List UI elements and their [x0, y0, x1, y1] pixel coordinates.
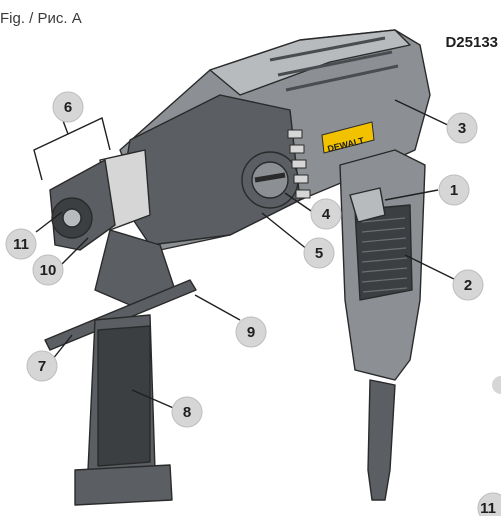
callout-1-leader: [384, 189, 439, 201]
callout-8-leader: [131, 389, 179, 411]
callout-3-label: 3: [458, 120, 466, 137]
callout-7-label: 7: [38, 358, 46, 375]
callout-4: 4: [310, 198, 342, 230]
callout-11: 11: [5, 228, 37, 260]
callout-1: 1: [438, 174, 470, 206]
callout-5: 5: [303, 237, 335, 269]
callout-7-leader: [51, 334, 73, 361]
callout-6-label: 6: [64, 99, 72, 116]
callout-3: 3: [446, 112, 478, 144]
model-number: D25133: [445, 34, 498, 51]
figure-title: Fig. / Рис. A: [0, 10, 82, 27]
callout-2: 2: [452, 269, 484, 301]
callout-9-label: 9: [247, 324, 255, 341]
callout-8-label: 8: [183, 404, 191, 421]
callout-1-label: 1: [450, 182, 458, 199]
callout-9-leader: [194, 294, 241, 321]
callouts: [35, 99, 457, 411]
callout-5-leader: [261, 212, 309, 251]
callout-11-partial: 11: [477, 492, 501, 516]
callout-5-label: 5: [315, 245, 323, 262]
callout-7: 7: [26, 350, 58, 382]
callout-partial-edge: [492, 376, 501, 394]
callout-11-partial-label: 11: [480, 500, 496, 516]
callout-2-label: 2: [464, 277, 472, 294]
callout-9: 9: [235, 316, 267, 348]
callout-11-label: 11: [13, 236, 29, 253]
callout-6: 6: [52, 91, 84, 123]
callout-10: 10: [32, 254, 64, 286]
callout-10-label: 10: [40, 262, 57, 279]
callout-3-leader: [394, 99, 453, 128]
callout-8: 8: [171, 396, 203, 428]
callout-2-leader: [404, 254, 457, 281]
callout-10-leader: [57, 237, 89, 269]
callout-4-label: 4: [322, 206, 331, 223]
callout-11-leader: [35, 211, 63, 233]
drill-body: [44, 29, 431, 506]
callout-4-leader: [284, 192, 315, 214]
